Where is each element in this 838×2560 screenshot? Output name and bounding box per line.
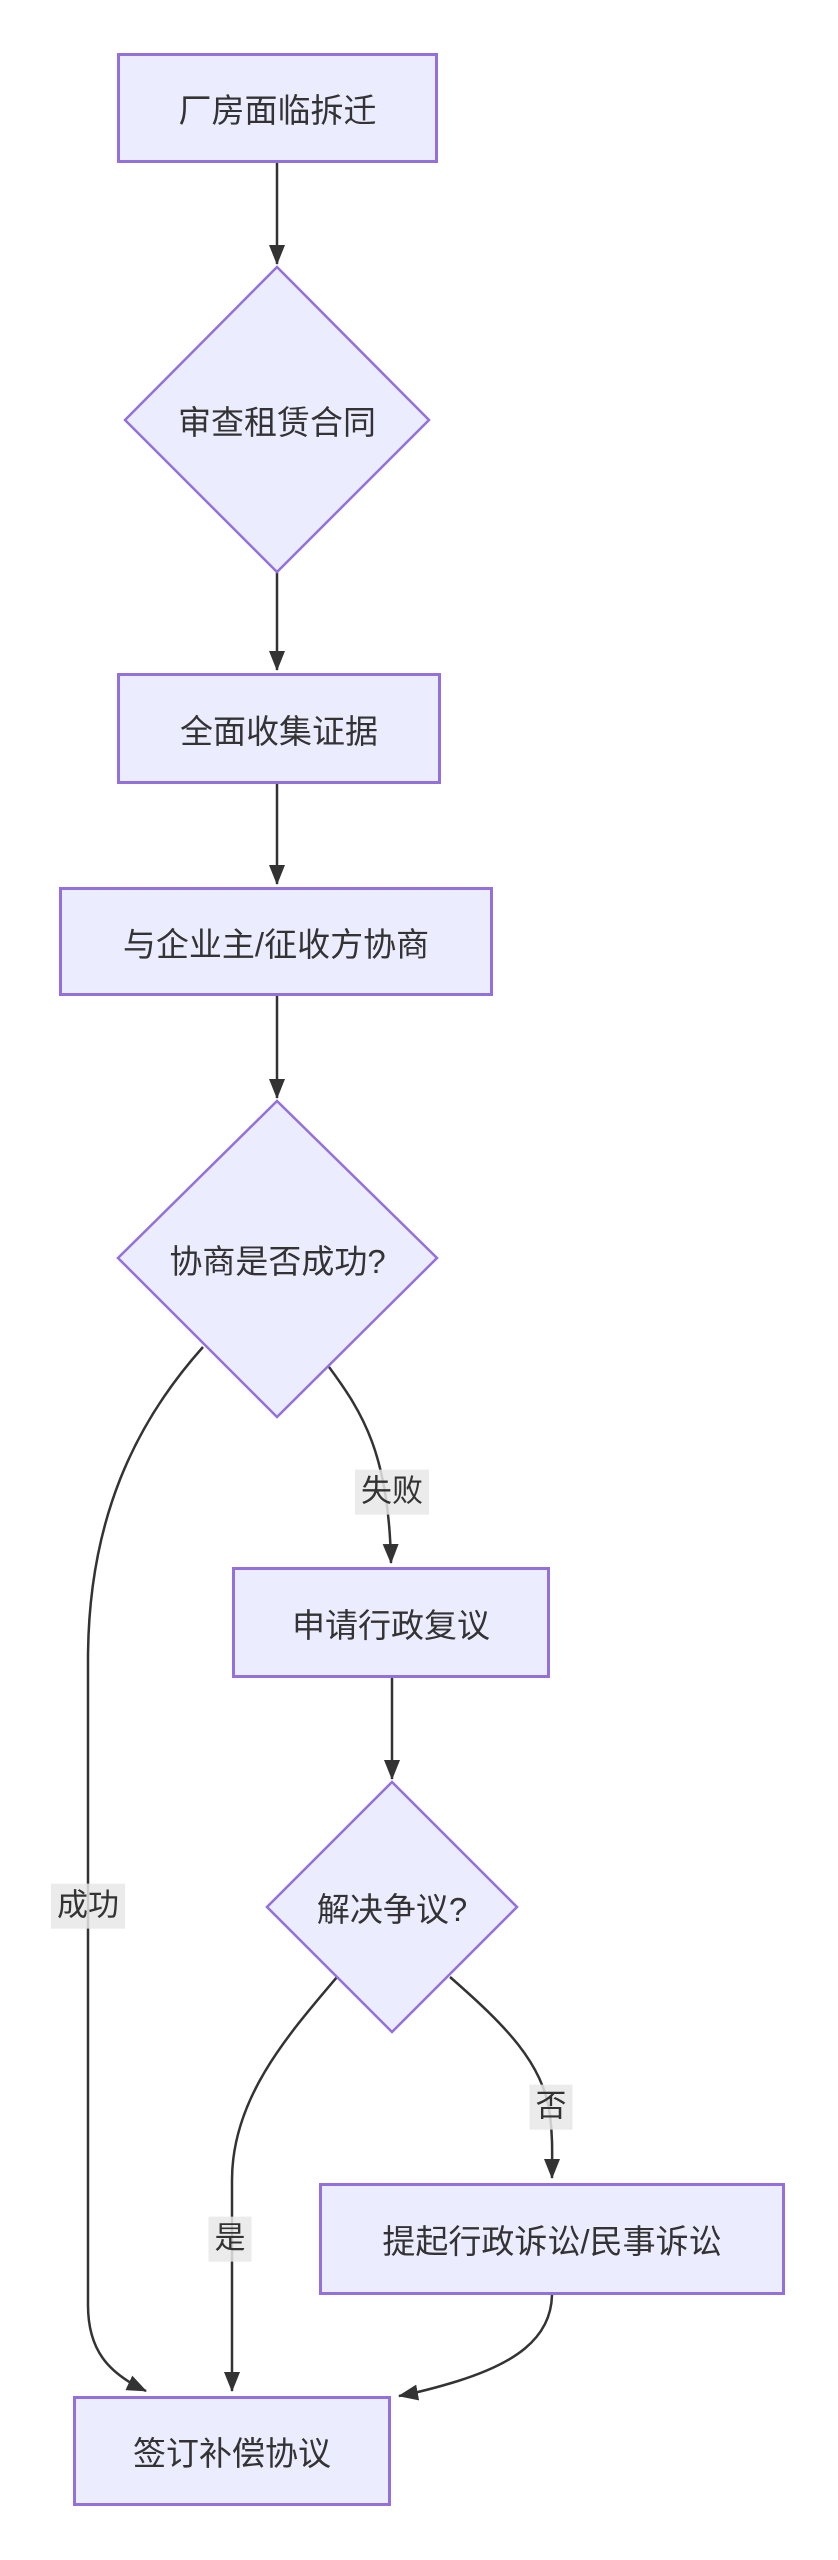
edge-litigation-to-agreement <box>398 2294 554 2401</box>
node-factory-demolition: 厂房面临拆迁 <box>117 53 438 163</box>
node-administrative-reconsideration: 申请行政复议 <box>232 1567 550 1678</box>
node-file-litigation: 提起行政诉讼/民事诉讼 <box>319 2183 785 2295</box>
edge-label-no: 否 <box>529 2084 573 2130</box>
edge-success-to-agreement <box>86 1346 204 2393</box>
node-sign-compensation-agreement: 签订补偿协议 <box>73 2396 391 2506</box>
node-collect-evidence: 全面收集证据 <box>117 673 441 784</box>
edge-fail-to-reconsideration <box>327 1366 399 1564</box>
decision-negotiation-success-shape <box>116 1099 439 1419</box>
decision-dispute-resolved-shape <box>265 1780 519 2034</box>
edge-label-yes: 是 <box>208 2216 252 2262</box>
edge-no-to-litigation <box>449 1976 561 2179</box>
decision-review-lease-shape <box>123 265 431 574</box>
edge-yes-to-agreement <box>224 1976 338 2392</box>
node-negotiate-with-owner: 与企业主/征收方协商 <box>59 887 493 996</box>
edge-label-success: 成功 <box>51 1883 125 1929</box>
edge-label-fail: 失败 <box>355 1469 429 1515</box>
